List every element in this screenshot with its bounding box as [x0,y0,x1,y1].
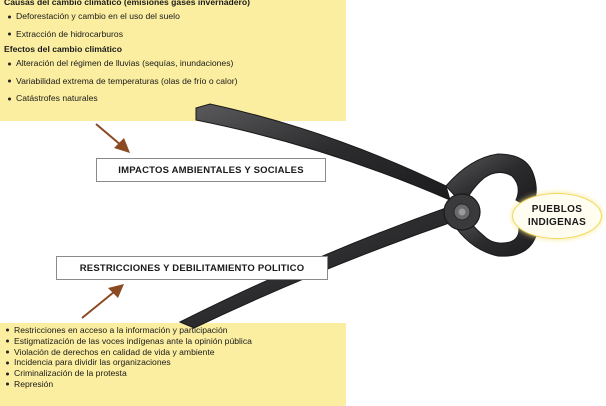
list-item: Represión [4,379,342,390]
arrow-to-impactos [95,123,130,153]
list-item: Variabilidad extrema de temperaturas (ol… [4,73,342,91]
list-item: Violación de derechos en calidad de vida… [4,347,342,358]
pueblos-indigenas-oval: PUEBLOS INDIGENAS [512,193,602,239]
effects-list: Alteración del régimen de lluvias (sequí… [4,55,342,108]
list-item: Incidencia para dividir las organizacion… [4,357,342,368]
upper-handle [195,103,451,201]
political-restrictions-box: Restricciones en acceso a la información… [0,323,346,406]
causes-heading: Causas del cambio climático (emisiones g… [4,0,250,7]
list-item: Deforestación y cambio en el uso del sue… [4,8,342,26]
arrow-from-restricciones [81,284,124,319]
upper-jaw [445,153,537,209]
pueblos-indigenas-label: PUEBLOS INDIGENAS [527,204,587,228]
list-item: Catástrofes naturales [4,90,342,108]
list-item: Extracción de hidrocarburos [4,26,342,44]
climate-causes-effects-box: Causas del cambio climático (emisiones g… [0,0,346,121]
restrictions-list: Restricciones en acceso a la información… [4,325,342,390]
list-item: Alteración del régimen de lluvias (sequí… [4,55,342,73]
list-item: Estigmatización de las voces indígenas a… [4,336,342,347]
list-item: Restricciones en acceso a la información… [4,325,342,336]
impactos-label: IMPACTOS AMBIENTALES Y SOCIALES [96,158,326,182]
restricciones-label: RESTRICCIONES Y DEBILITAMIENTO POLITICO [56,256,328,280]
causes-list: Deforestación y cambio en el uso del sue… [4,8,342,43]
effects-heading: Efectos del cambio climático [4,44,122,54]
list-item: Criminalización de la protesta [4,368,342,379]
pivot-rivet-center [458,208,466,216]
